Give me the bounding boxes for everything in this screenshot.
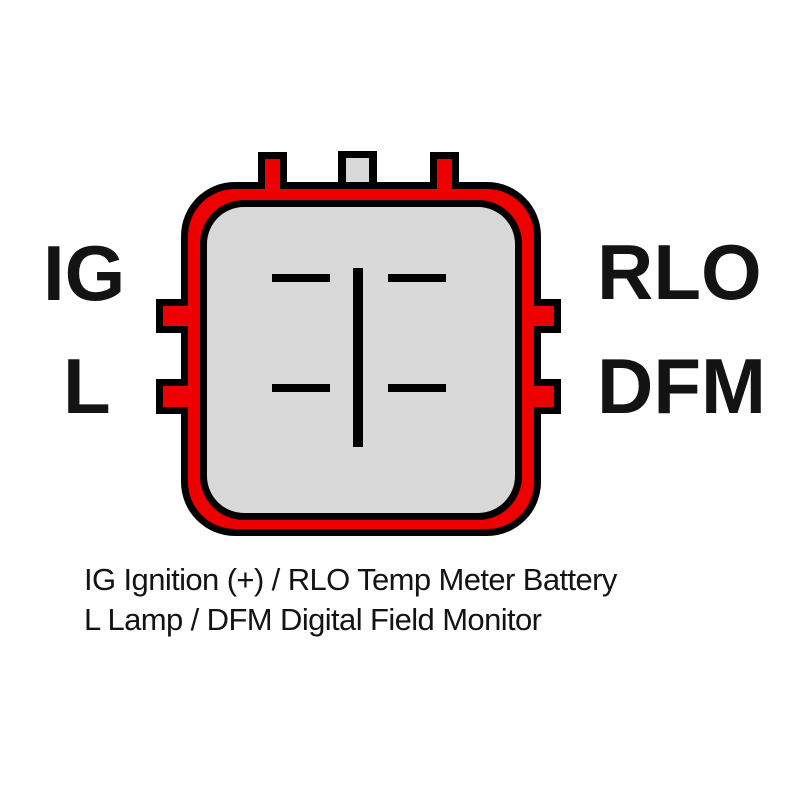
side-tab-dfm-stem bbox=[519, 386, 554, 407]
top-tab-right-stem bbox=[437, 159, 452, 204]
side-tab-rlo-stem bbox=[519, 306, 554, 326]
side-tab-ig-stem bbox=[163, 306, 203, 326]
side-tab-l-stem bbox=[163, 386, 203, 407]
pin-dash-l bbox=[272, 384, 330, 392]
top-tab-middle-stem bbox=[346, 158, 369, 182]
pin-label-ig: IG bbox=[43, 229, 125, 317]
caption-line-1: IG Ignition (+) / RLO Temp Meter Battery bbox=[84, 562, 618, 597]
pin-dash-rlo bbox=[388, 274, 446, 282]
pin-dash-dfm bbox=[388, 384, 446, 392]
top-tab-left-stem bbox=[265, 159, 280, 204]
pin-label-dfm: DFM bbox=[597, 342, 766, 430]
pin-label-rlo: RLO bbox=[597, 228, 762, 316]
caption-line-2: L Lamp / DFM Digital Field Monitor bbox=[84, 602, 542, 637]
pin-divider-line bbox=[353, 268, 363, 447]
pin-dash-ig bbox=[272, 274, 330, 282]
pin-label-l: L bbox=[63, 342, 111, 430]
